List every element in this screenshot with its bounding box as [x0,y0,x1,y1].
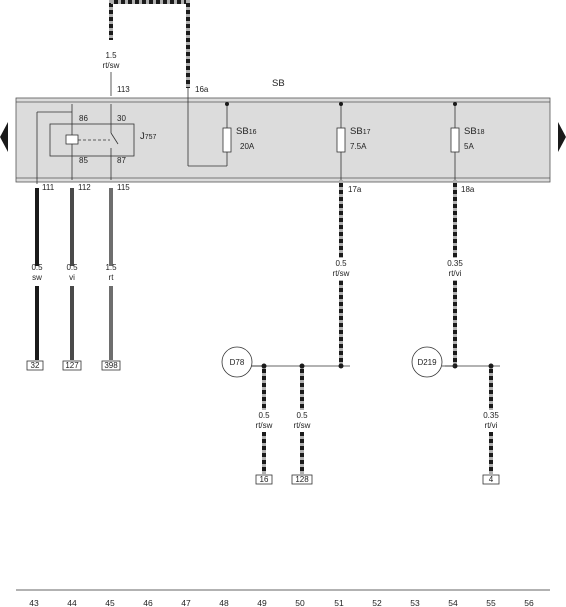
term-128: 128 [295,475,309,484]
fuse-sb18-rating: 5A [464,142,474,151]
col-54: 54 [448,598,458,607]
wire-18a-color: rt/vi [449,269,462,278]
col-50: 50 [295,598,305,607]
triangle-left-icon[interactable] [0,122,8,152]
branch-128-size: 0.5 [296,411,308,420]
top-wire-color: rt/sw [103,61,120,70]
wire-111: 111 0.5 sw 32 [25,183,55,371]
wire-111-size: 0.5 [31,263,43,272]
wire-17a: 17a 0.5 rt/sw [250,180,362,369]
branch-d219-4: 0.35 rt/vi 4 [476,363,506,485]
branch-16-size: 0.5 [258,411,270,420]
wire-112-color: vi [69,273,75,282]
term-127: 127 [65,361,79,370]
triangle-right-icon[interactable] [558,122,566,152]
fuse-sb16: SB16 20A [187,88,257,167]
col-51: 51 [334,598,344,607]
wire-111-color: sw [32,273,42,282]
wire-18a-label: 18a [461,185,475,194]
fuse-sb17-name: SB17 [350,126,371,137]
branch-4-color: rt/vi [485,421,498,430]
pin-112-label: 112 [78,183,91,192]
pin-85-label: 85 [79,156,88,165]
wire-17a-label: 17a [348,185,362,194]
pin-86-label: 86 [79,114,88,123]
col-45: 45 [105,598,115,607]
col-56: 56 [524,598,534,607]
relay-j757: 86 85 30 87 J757 [36,104,157,184]
wire-115-color: rt [109,273,115,282]
term-32: 32 [31,361,40,370]
connector-d78: D78 [221,346,265,378]
fuse-sb17: SB17 7.5A [336,102,371,180]
column-ruler: 43 44 45 46 47 48 49 50 51 52 53 54 55 5… [16,589,550,607]
col-55: 55 [486,598,496,607]
wire-115-size: 1.5 [105,263,117,272]
term-16: 16 [260,475,269,484]
wire-17a-color: rt/sw [333,269,350,278]
branch-128-color: rt/sw [294,421,311,430]
branch-d78-16: 0.5 rt/sw 16 [249,363,279,485]
fuse-sb18-name: SB18 [464,126,485,137]
top-wire-size: 1.5 [105,51,117,60]
branch-4-size: 0.35 [483,411,499,420]
col-53: 53 [410,598,420,607]
wire-16a-label: 16a [195,85,209,94]
col-44: 44 [67,598,77,607]
connector-d78-label: D78 [230,358,245,367]
connector-d219: D219 [411,346,455,378]
relay-name: J757 [140,131,157,142]
term-4: 4 [489,475,494,484]
pin-113-label: 113 [117,85,130,94]
col-46: 46 [143,598,153,607]
top-wire: 1.5 rt/sw 113 16a [103,0,209,96]
pin-87-label: 87 [117,156,126,165]
col-43: 43 [29,598,39,607]
connector-d219-label: D219 [417,358,437,367]
wire-18a-size: 0.35 [447,259,463,268]
fuse-sb18: SB18 5A [450,102,485,180]
col-47: 47 [181,598,191,607]
col-52: 52 [372,598,382,607]
fuse-sb16-rating: 20A [240,142,255,151]
wire-112: 112 0.5 vi 127 [60,183,91,371]
term-398: 398 [104,361,118,370]
pin-111-label: 111 [42,183,55,192]
panel-label: SB [272,78,285,89]
col-48: 48 [219,598,229,607]
wire-115: 115 1.5 rt 398 [99,183,130,371]
branch-d78-128: 0.5 rt/sw 128 [287,363,317,485]
branch-16-color: rt/sw [256,421,273,430]
fuse-sb16-name: SB16 [236,126,257,137]
wire-18a: 18a 0.35 rt/vi [440,180,500,369]
wire-112-size: 0.5 [66,263,78,272]
col-49: 49 [257,598,267,607]
pin-30-label: 30 [117,114,126,123]
fuse-sb17-rating: 7.5A [350,142,367,151]
pin-115-label: 115 [117,183,130,192]
wire-17a-size: 0.5 [335,259,347,268]
